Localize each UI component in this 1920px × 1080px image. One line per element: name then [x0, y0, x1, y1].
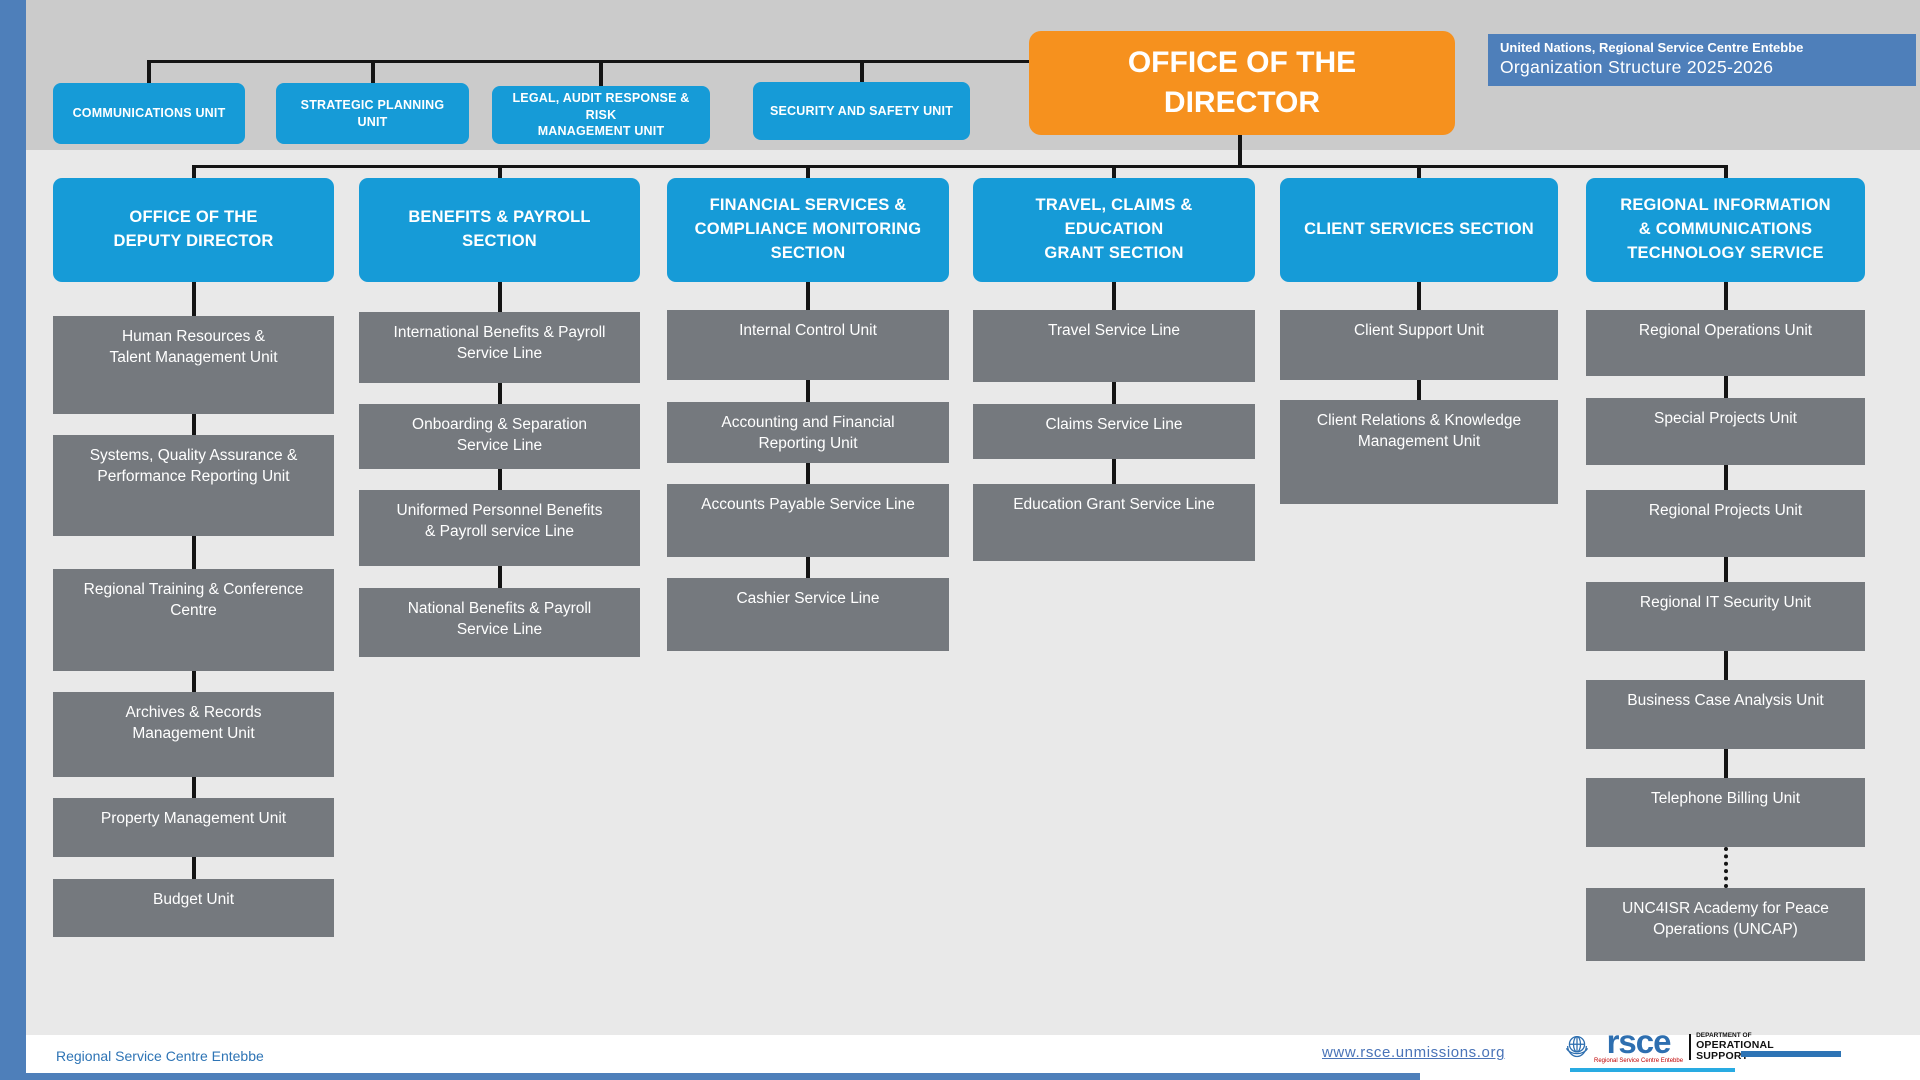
org-unit-box: Accounts Payable Service Line	[667, 484, 949, 557]
org-unit-box: Education Grant Service Line	[973, 484, 1255, 561]
org-unit-box: Telephone Billing Unit	[1586, 778, 1865, 847]
org-unit-box: Business Case Analysis Unit	[1586, 680, 1865, 749]
org-unit-box: Client Support Unit	[1280, 310, 1558, 380]
connector-line	[1723, 651, 1728, 680]
section-header-box: BENEFITS & PAYROLL SECTION	[359, 178, 640, 282]
dept-line1: DEPARTMENT OF	[1696, 1032, 1752, 1039]
right-accent-line	[1741, 1051, 1841, 1057]
section-header-box: OFFICE OF THE DEPUTY DIRECTOR	[53, 178, 334, 282]
top-unit-box: STRATEGIC PLANNING UNIT	[276, 83, 469, 144]
connector-line	[1417, 165, 1421, 178]
connector-line	[859, 60, 864, 82]
connector-line	[806, 282, 810, 310]
banner-title: Organization Structure 2025-2026	[1500, 56, 1774, 77]
org-unit-box: Regional IT Security Unit	[1586, 582, 1865, 651]
org-unit-box: Special Projects Unit	[1586, 398, 1865, 465]
connector-line	[497, 566, 502, 588]
connector-line	[1417, 380, 1421, 400]
org-unit-box: Cashier Service Line	[667, 578, 949, 651]
org-unit-box: Regional Operations Unit	[1586, 310, 1865, 376]
rsce-tagline: Regional Service Centre Entebbe	[1594, 1058, 1684, 1065]
connector-line	[806, 463, 810, 484]
org-unit-box: Budget Unit	[53, 879, 334, 937]
bottom-accent-bar	[26, 1073, 1420, 1080]
connector-line	[1723, 557, 1728, 582]
footer-left-text: Regional Service Centre Entebbe	[56, 1048, 264, 1064]
dept-line2: OPERATIONAL	[1696, 1038, 1774, 1051]
org-unit-box: Client Relations & Knowledge Management …	[1280, 400, 1558, 504]
cyan-accent-line	[1570, 1068, 1735, 1072]
section-header-box: FINANCIAL SERVICES & COMPLIANCE MONITORI…	[667, 178, 949, 282]
connector-line	[191, 671, 196, 692]
connector-line	[1723, 749, 1728, 778]
footer-url-link[interactable]: www.rsce.unmissions.org	[1322, 1044, 1506, 1061]
left-sidebar-bar	[0, 0, 26, 1080]
dept-support-text: DEPARTMENT OF OPERATIONAL SUPPORT	[1696, 1032, 1774, 1062]
org-unit-box: Regional Projects Unit	[1586, 490, 1865, 557]
connector-line	[1723, 376, 1728, 398]
connector-line	[806, 380, 810, 402]
org-unit-box: Systems, Quality Assurance & Performance…	[53, 435, 334, 536]
org-unit-box: Uniformed Personnel Benefits & Payroll s…	[359, 490, 640, 566]
connector-line	[1723, 847, 1728, 888]
org-unit-box: UNC4ISR Academy for Peace Operations (UN…	[1586, 888, 1865, 961]
dept-line3: SUPPORT	[1696, 1049, 1749, 1062]
connector-line	[1723, 165, 1728, 178]
connector-line	[497, 282, 502, 312]
org-unit-box: International Benefits & Payroll Service…	[359, 312, 640, 383]
org-unit-box: Onboarding & Separation Service Line	[359, 404, 640, 469]
connector-line	[806, 557, 810, 578]
org-unit-box: Regional Training & Conference Centre	[53, 569, 334, 671]
connector-line	[1112, 165, 1116, 178]
connector-line	[191, 777, 196, 798]
connector-line	[1112, 382, 1116, 404]
title-banner: United Nations, Regional Service Centre …	[1488, 34, 1916, 86]
org-unit-box: Property Management Unit	[53, 798, 334, 857]
director-box: OFFICE OF THE DIRECTOR	[1029, 31, 1455, 135]
rsce-logo-text: rsce	[1606, 1023, 1672, 1060]
org-unit-box: National Benefits & Payroll Service Line	[359, 588, 640, 657]
connector-line	[191, 414, 196, 435]
footer-white-band	[0, 1035, 1920, 1080]
org-unit-box: Claims Service Line	[973, 404, 1255, 459]
un-emblem-icon	[1565, 1036, 1589, 1058]
connector-line	[497, 383, 502, 404]
section-header-box: CLIENT SERVICES SECTION	[1280, 178, 1558, 282]
top-unit-box: SECURITY AND SAFETY UNIT	[753, 82, 970, 140]
org-unit-box: Accounting and Financial Reporting Unit	[667, 402, 949, 463]
section-header-box: TRAVEL, CLAIMS & EDUCATION GRANT SECTION	[973, 178, 1255, 282]
connector-line	[193, 165, 1726, 168]
org-unit-box: Human Resources & Talent Management Unit	[53, 316, 334, 414]
connector-line	[1417, 282, 1421, 310]
director-box-label: OFFICE OF THE DIRECTOR	[1127, 45, 1357, 120]
connector-line	[1112, 282, 1116, 310]
connector-line	[497, 165, 502, 178]
top-unit-box: LEGAL, AUDIT RESPONSE & RISK MANAGEMENT …	[492, 86, 710, 144]
connector-line	[191, 536, 196, 569]
connector-line	[191, 282, 196, 316]
connector-line	[497, 469, 502, 490]
connector-line	[1112, 459, 1116, 484]
connector-line	[806, 165, 810, 178]
connector-line	[147, 60, 151, 83]
section-header-box: REGIONAL INFORMATION & COMMUNICATIONS TE…	[1586, 178, 1865, 282]
connector-line	[191, 857, 196, 879]
connector-line	[599, 60, 603, 86]
org-unit-box: Travel Service Line	[973, 310, 1255, 382]
logo-divider	[1689, 1034, 1692, 1060]
rsce-logo: rsce Regional Service Centre Entebbe DEP…	[1563, 1023, 1774, 1070]
org-unit-box: Internal Control Unit	[667, 310, 949, 380]
connector-line	[149, 60, 1029, 63]
org-unit-box: Archives & Records Management Unit	[53, 692, 334, 777]
connector-line	[191, 165, 196, 178]
connector-line	[1238, 135, 1242, 168]
connector-line	[1723, 465, 1728, 490]
top-unit-box: COMMUNICATIONS UNIT	[53, 83, 245, 144]
connector-line	[1723, 282, 1728, 310]
connector-line	[370, 60, 375, 83]
banner-org-name: United Nations, Regional Service Centre …	[1500, 40, 1804, 55]
